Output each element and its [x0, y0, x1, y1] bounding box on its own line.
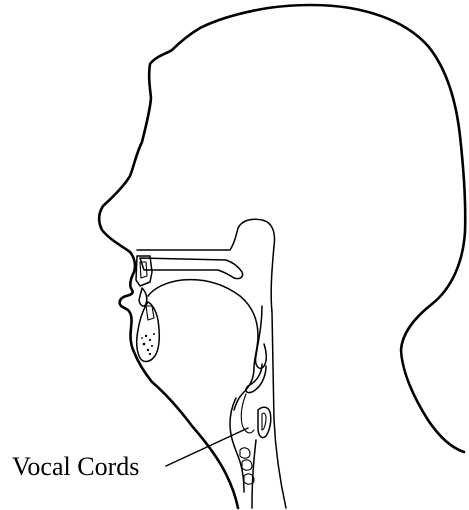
pharynx-wall	[256, 306, 267, 368]
esophagus	[252, 440, 256, 508]
epiglottis	[246, 364, 266, 393]
trachea-ring	[240, 448, 250, 458]
mandible	[137, 302, 160, 361]
palate	[140, 258, 243, 279]
label-pointer-line	[166, 428, 248, 466]
tongue	[148, 280, 258, 410]
upper-teeth	[136, 256, 152, 286]
vocal-cord-fold	[258, 407, 271, 437]
lower-teeth	[146, 306, 154, 320]
head-profile-outline	[99, 5, 465, 508]
trachea-ring	[242, 460, 252, 470]
larynx-inner	[241, 394, 254, 433]
jaw-bone-texture	[141, 333, 155, 355]
nasal-floor	[137, 219, 286, 508]
upper-incisor	[139, 288, 147, 306]
vocal-cords-label: Vocal Cords	[12, 452, 139, 482]
vocal-cord-fold-inner	[262, 413, 266, 430]
